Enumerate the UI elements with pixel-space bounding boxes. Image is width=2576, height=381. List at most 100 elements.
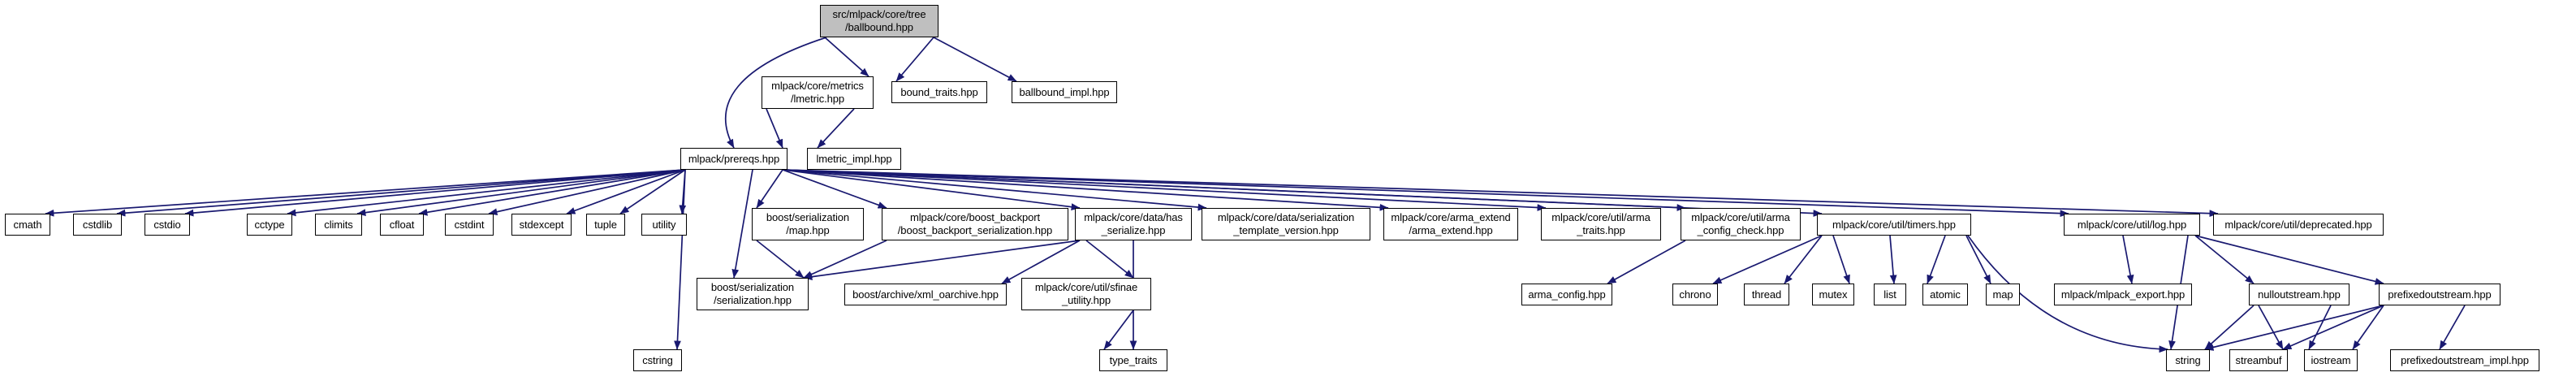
node-utility[interactable]: utility <box>641 214 687 236</box>
edge-timers-string <box>1967 235 2168 353</box>
node-arma_config_check[interactable]: mlpack/core/util/arma _config_check.hpp <box>1681 208 1801 240</box>
node-label: cstdlib <box>82 218 113 231</box>
node-label: cstring <box>642 353 673 366</box>
node-cstring[interactable]: cstring <box>633 349 682 371</box>
node-label: cstdint <box>454 218 485 231</box>
node-label: mlpack/core/data/serialization _template… <box>1217 211 1355 236</box>
node-label: cmath <box>13 218 42 231</box>
node-backport[interactable]: mlpack/core/boost_backport /boost_backpo… <box>882 208 1068 240</box>
node-stdexcept[interactable]: stdexcept <box>511 214 572 236</box>
node-has_serialize[interactable]: mlpack/core/data/has _serialize.hpp <box>1075 208 1192 240</box>
node-cctype[interactable]: cctype <box>247 214 292 236</box>
edge-backport-ser_ser <box>803 240 887 279</box>
node-thread[interactable]: thread <box>1744 284 1789 305</box>
edge-prefixedoutstream-string <box>2204 305 2384 351</box>
node-atomic[interactable]: atomic <box>1922 284 1968 305</box>
node-timers[interactable]: mlpack/core/util/timers.hpp <box>1817 214 1971 236</box>
node-arma_config[interactable]: arma_config.hpp <box>1521 284 1612 305</box>
node-lmetric[interactable]: mlpack/core/metrics /lmetric.hpp <box>762 76 874 109</box>
node-label: cfloat <box>389 218 415 231</box>
node-lmetric_impl[interactable]: lmetric_impl.hpp <box>807 148 901 170</box>
node-label: tuple <box>594 218 617 231</box>
node-label: mlpack/core/boost_backport /boost_backpo… <box>897 211 1053 236</box>
node-deprecated[interactable]: mlpack/core/util/deprecated.hpp <box>2213 214 2384 236</box>
node-climits[interactable]: climits <box>315 214 362 236</box>
node-label: boost/serialization /map.hpp <box>766 211 850 236</box>
node-map[interactable]: map <box>1986 284 2020 305</box>
edge-prereqs-arma_extend <box>782 169 1389 211</box>
edge-nulloutstream-string <box>2204 305 2255 350</box>
edge-prereqs-cstring <box>674 169 686 350</box>
node-cstdlib[interactable]: cstdlib <box>73 214 122 236</box>
edge-nulloutstream-iostream <box>2308 305 2332 350</box>
node-label: prefixedoutstream.hpp <box>2388 288 2492 301</box>
edge-prereqs-cstdio <box>184 169 686 217</box>
node-bound_traits[interactable]: bound_traits.hpp <box>891 81 987 103</box>
node-label: mlpack/core/util/sfinae _utility.hpp <box>1034 281 1138 306</box>
edge-prefixedoutstream-prefixedoutstream_impl <box>2439 305 2466 350</box>
node-xml_oarchive[interactable]: boost/archive/xml_oarchive.hpp <box>844 284 1007 305</box>
edge-prereqs-has_serialize <box>782 169 1081 211</box>
node-mlpack_export[interactable]: mlpack/mlpack_export.hpp <box>2054 284 2192 305</box>
edge-arma_config_check-arma_config <box>1607 240 1686 284</box>
node-chrono[interactable]: chrono <box>1672 284 1718 305</box>
node-string[interactable]: string <box>2166 349 2210 371</box>
node-prereqs[interactable]: mlpack/prereqs.hpp <box>680 148 787 170</box>
node-ser_map[interactable]: boost/serialization /map.hpp <box>752 208 864 240</box>
edge-prereqs-backport <box>782 169 887 209</box>
edge-has_serialize-xml_oarchive <box>1001 240 1081 284</box>
edge-log-mlpack_export <box>2122 235 2134 284</box>
node-arma_traits[interactable]: mlpack/core/util/arma _traits.hpp <box>1541 208 1661 240</box>
node-label: chrono <box>1679 288 1711 301</box>
node-label: lmetric_impl.hpp <box>816 152 892 165</box>
edge-timers-thread <box>1784 235 1823 284</box>
node-label: list <box>1883 288 1896 301</box>
node-type_traits[interactable]: type_traits <box>1099 349 1167 371</box>
node-label: streambuf <box>2235 353 2282 366</box>
node-label: prefixedoutstream_impl.hpp <box>2401 353 2529 366</box>
node-ballbound_impl[interactable]: ballbound_impl.hpp <box>1012 81 1117 103</box>
node-cmath[interactable]: cmath <box>5 214 50 236</box>
node-cstdint[interactable]: cstdint <box>445 214 494 236</box>
node-prefixedoutstream_impl[interactable]: prefixedoutstream_impl.hpp <box>2390 349 2539 371</box>
node-nulloutstream[interactable]: nulloutstream.hpp <box>2249 284 2349 305</box>
node-ballbound: src/mlpack/core/tree /ballbound.hpp <box>820 5 938 37</box>
edge-prereqs-climits <box>356 169 686 216</box>
edge-prereqs-cctype <box>287 169 686 217</box>
node-label: utility <box>652 218 676 231</box>
edge-lmetric-lmetric_impl <box>817 108 855 149</box>
node-label: boost/serialization /serialization.hpp <box>710 281 795 306</box>
node-ser_tmpl_ver[interactable]: mlpack/core/data/serialization _template… <box>1202 208 1370 240</box>
node-sfinae[interactable]: mlpack/core/util/sfinae _utility.hpp <box>1021 278 1151 310</box>
node-iostream[interactable]: iostream <box>2304 349 2358 371</box>
node-tuple[interactable]: tuple <box>586 214 625 236</box>
node-label: mlpack/core/util/arma _traits.hpp <box>1551 211 1650 236</box>
edge-has_serialize-ser_ser <box>803 240 1081 280</box>
node-label: mlpack/core/data/has _serialize.hpp <box>1084 211 1183 236</box>
node-cstdio[interactable]: cstdio <box>145 214 190 236</box>
node-cfloat[interactable]: cfloat <box>380 214 424 236</box>
node-label: thread <box>1751 288 1782 301</box>
node-label: stdexcept <box>519 218 564 231</box>
node-list[interactable]: list <box>1874 284 1906 305</box>
node-log[interactable]: mlpack/core/util/log.hpp <box>2064 214 2200 236</box>
edge-prereqs-tuple <box>619 169 686 214</box>
edge-prereqs-cfloat <box>418 169 686 216</box>
node-label: type_traits <box>1109 353 1158 366</box>
node-mutex[interactable]: mutex <box>1812 284 1854 305</box>
node-prefixedoutstream[interactable]: prefixedoutstream.hpp <box>2379 284 2500 305</box>
node-label: climits <box>324 218 353 231</box>
node-label: arma_config.hpp <box>1528 288 1606 301</box>
node-arma_extend[interactable]: mlpack/core/arma_extend /arma_extend.hpp <box>1383 208 1518 240</box>
edge-prereqs-deprecated <box>782 169 2219 218</box>
edge-prefixedoutstream-streambuf <box>2282 305 2384 350</box>
node-label: mlpack/mlpack_export.hpp <box>2060 288 2186 301</box>
node-streambuf[interactable]: streambuf <box>2229 349 2288 371</box>
node-label: mlpack/core/util/arma _config_check.hpp <box>1691 211 1790 236</box>
node-label: map <box>1992 288 2013 301</box>
node-ser_ser[interactable]: boost/serialization /serialization.hpp <box>697 278 809 310</box>
edge-timers-atomic <box>1927 235 1946 284</box>
